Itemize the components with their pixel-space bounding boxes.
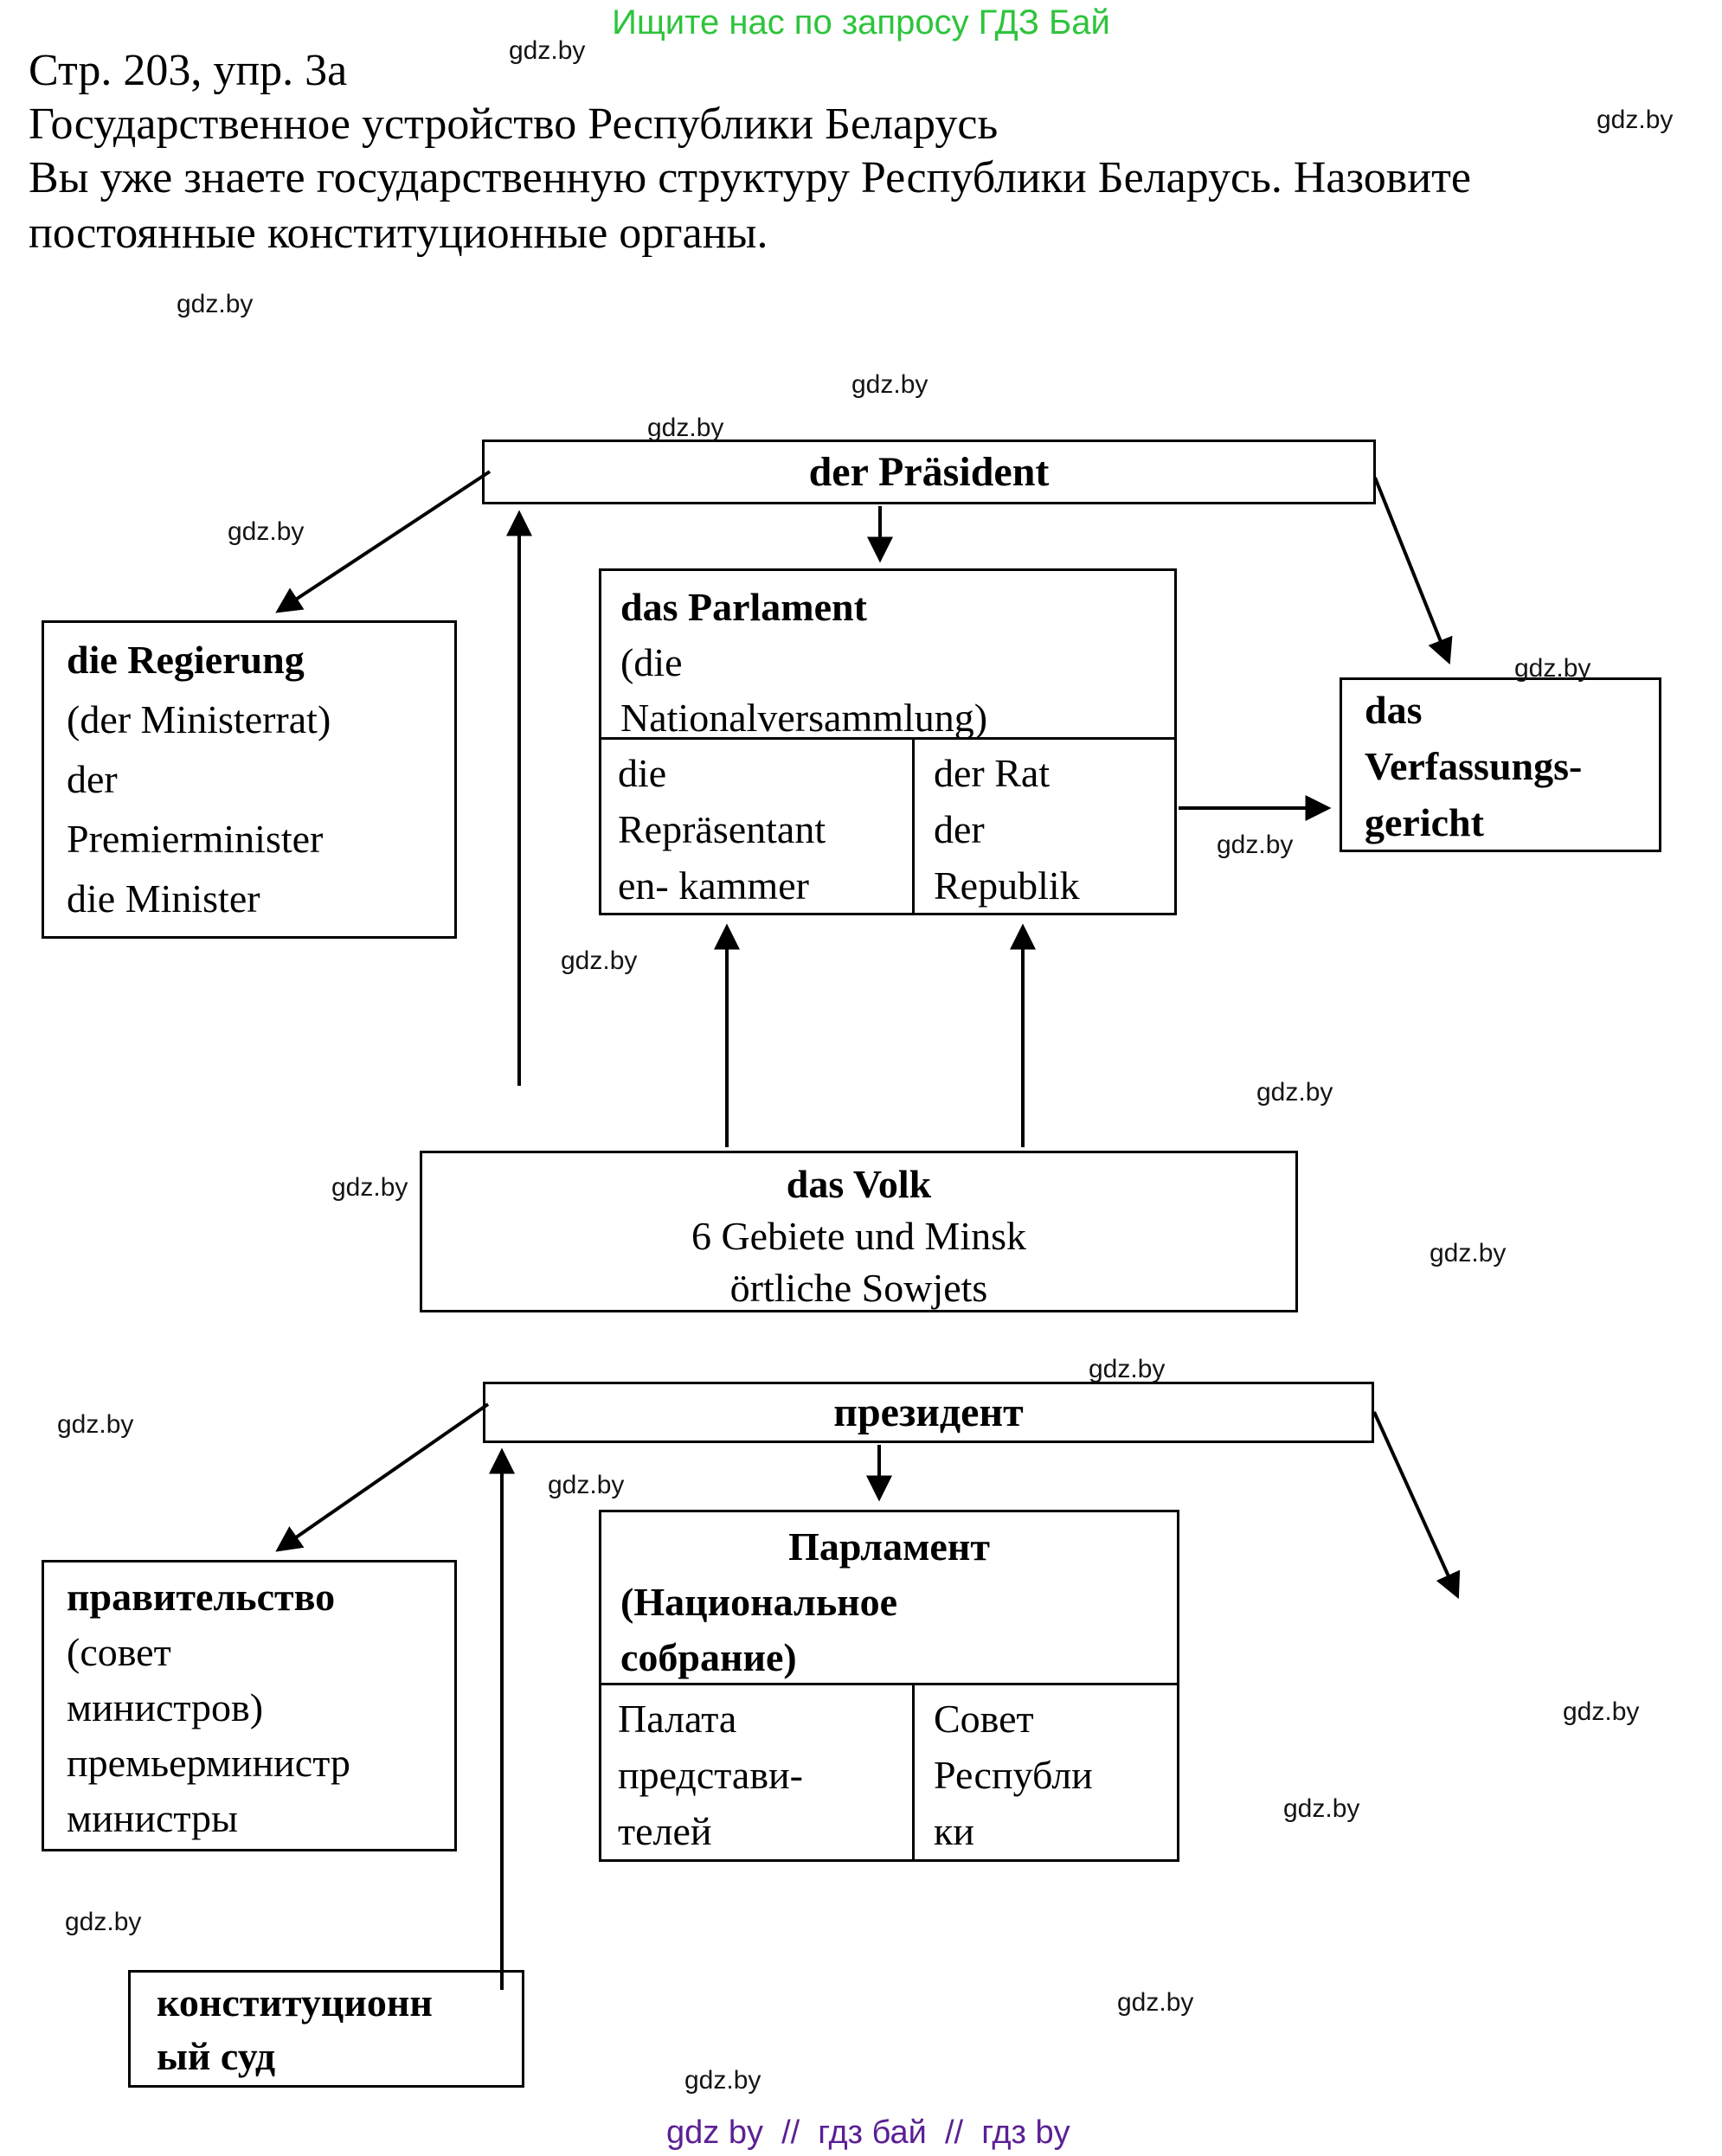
court-ru-line: ый суд: [157, 2034, 276, 2078]
gdz-watermark: gdz.by: [1430, 1239, 1507, 1267]
site-banner: Ищите нас по запросу ГДЗ Бай: [612, 3, 1110, 42]
cell-line: Республи: [934, 1753, 1093, 1797]
court-de-line: das: [1365, 688, 1423, 732]
cell-council-republic-de: der Rat der Republik: [915, 740, 1177, 915]
task-text-line2: постоянные конституционные органы.: [29, 209, 768, 258]
people-de-line: 6 Gebiete und Minsk: [691, 1214, 1027, 1258]
cell-line: телей: [618, 1809, 712, 1853]
page-reference: Стр. 203, упр. 3а: [29, 46, 348, 95]
parliament-ru-subtitle: собрание): [620, 1635, 797, 1679]
box-people-de: das Volk 6 Gebiete und Minsk örtliche So…: [420, 1151, 1298, 1312]
gdz-watermark: gdz.by: [647, 414, 724, 442]
cell-line: ки: [934, 1809, 974, 1853]
box-parliament-ru: Парламент (Национальное собрание) Палата…: [599, 1510, 1179, 1862]
gdz-watermark: gdz.by: [548, 1471, 625, 1499]
gdz-watermark: gdz.by: [1563, 1697, 1640, 1726]
gdz-watermark: gdz.by: [684, 2066, 761, 2095]
footer-site-links: gdz by // гдз бай // гдз by: [666, 2114, 1070, 2151]
court-de-line: gericht: [1365, 800, 1484, 844]
cell-council-republic-ru: Совет Республи ки: [915, 1685, 1179, 1862]
cell-line: Repräsentant: [618, 807, 826, 851]
government-ru-line: министров): [67, 1685, 264, 1729]
government-de-title: die Regierung: [67, 638, 305, 682]
government-de-line: (der Ministerrat): [67, 697, 331, 741]
arrow-president-to-government-ru: [275, 1402, 490, 1552]
cell-line: Палата: [618, 1697, 737, 1741]
gdz-watermark: gdz.by: [1089, 1355, 1166, 1383]
box-parliament-de: das Parlament (die Nationalversammlung) …: [599, 568, 1177, 915]
government-de-line: der: [67, 757, 118, 801]
parliament-de-title: das Parlament: [620, 585, 867, 629]
gdz-watermark: gdz.by: [1256, 1078, 1333, 1107]
gdz-watermark: gdz.by: [177, 290, 254, 318]
people-de-line: das Volk: [786, 1162, 932, 1206]
box-government-ru: правительство (совет министров) премьерм…: [42, 1560, 457, 1851]
government-ru-line: премьерминистр: [67, 1741, 350, 1785]
gdz-watermark: gdz.by: [1283, 1794, 1360, 1823]
task-title: Государственное устройство Республики Бе…: [29, 99, 999, 149]
cell-line: der: [934, 807, 985, 851]
gdz-watermark: gdz.by: [1117, 1988, 1194, 2017]
cell-line: Совет: [934, 1697, 1034, 1741]
box-president-ru: президент: [483, 1382, 1374, 1443]
cell-representatives-chamber-de: die Repräsentant en- kammer: [599, 740, 915, 915]
gdz-watermark: gdz.by: [65, 1908, 142, 1936]
gdz-watermark: gdz.by: [228, 517, 305, 546]
box-constitutional-court-ru: конституционн ый суд: [128, 1970, 524, 2088]
box-president-de: der Präsident: [482, 440, 1376, 504]
cell-line: die: [618, 751, 667, 795]
box-government-de: die Regierung (der Ministerrat) der Prem…: [42, 620, 457, 939]
gdz-watermark: gdz.by: [331, 1173, 408, 1202]
government-de-line: die Minister: [67, 876, 260, 921]
people-de-line: örtliche Sowjets: [729, 1266, 988, 1310]
gdz-watermark: gdz.by: [509, 36, 586, 65]
cell-line: представи-: [618, 1753, 803, 1797]
gdz-watermark: gdz.by: [1217, 831, 1294, 859]
cell-line: Republik: [934, 863, 1080, 908]
gdz-watermark: gdz.by: [1514, 654, 1591, 683]
cell-representatives-chamber-ru: Палата представи- телей: [599, 1685, 915, 1862]
gdz-watermark: gdz.by: [851, 370, 928, 399]
task-text-line1: Вы уже знаете государственную структуру …: [29, 153, 1471, 202]
arrow-president-down-right-ru: [1372, 1411, 1461, 1600]
cell-line: en- kammer: [618, 863, 809, 908]
gdz-watermark: gdz.by: [57, 1410, 134, 1439]
president-de-label: der Präsident: [808, 449, 1050, 495]
parliament-ru-title: Парламент: [788, 1524, 990, 1569]
court-de-line: Verfassungs-: [1365, 744, 1583, 788]
government-de-line: Premierminister: [67, 817, 324, 861]
gdz-watermark: gdz.by: [561, 946, 638, 975]
arrow-president-to-government-de: [275, 470, 492, 613]
parliament-de-subtitle: Nationalversammlung): [620, 696, 988, 740]
box-constitutional-court-de: das Verfassungs- gericht: [1340, 677, 1661, 852]
government-ru-line: (совет: [67, 1630, 171, 1674]
court-ru-line: конституционн: [157, 1980, 433, 2024]
president-ru-label: президент: [833, 1389, 1024, 1435]
arrow-president-to-court-de: [1373, 477, 1453, 665]
cell-line: der Rat: [934, 751, 1051, 795]
parliament-ru-subtitle: (Национальное: [620, 1580, 898, 1624]
parliament-de-subtitle: (die: [620, 640, 683, 684]
government-ru-title: правительство: [67, 1575, 336, 1619]
gdz-watermark: gdz.by: [1597, 106, 1674, 134]
government-ru-line: министры: [67, 1796, 238, 1840]
